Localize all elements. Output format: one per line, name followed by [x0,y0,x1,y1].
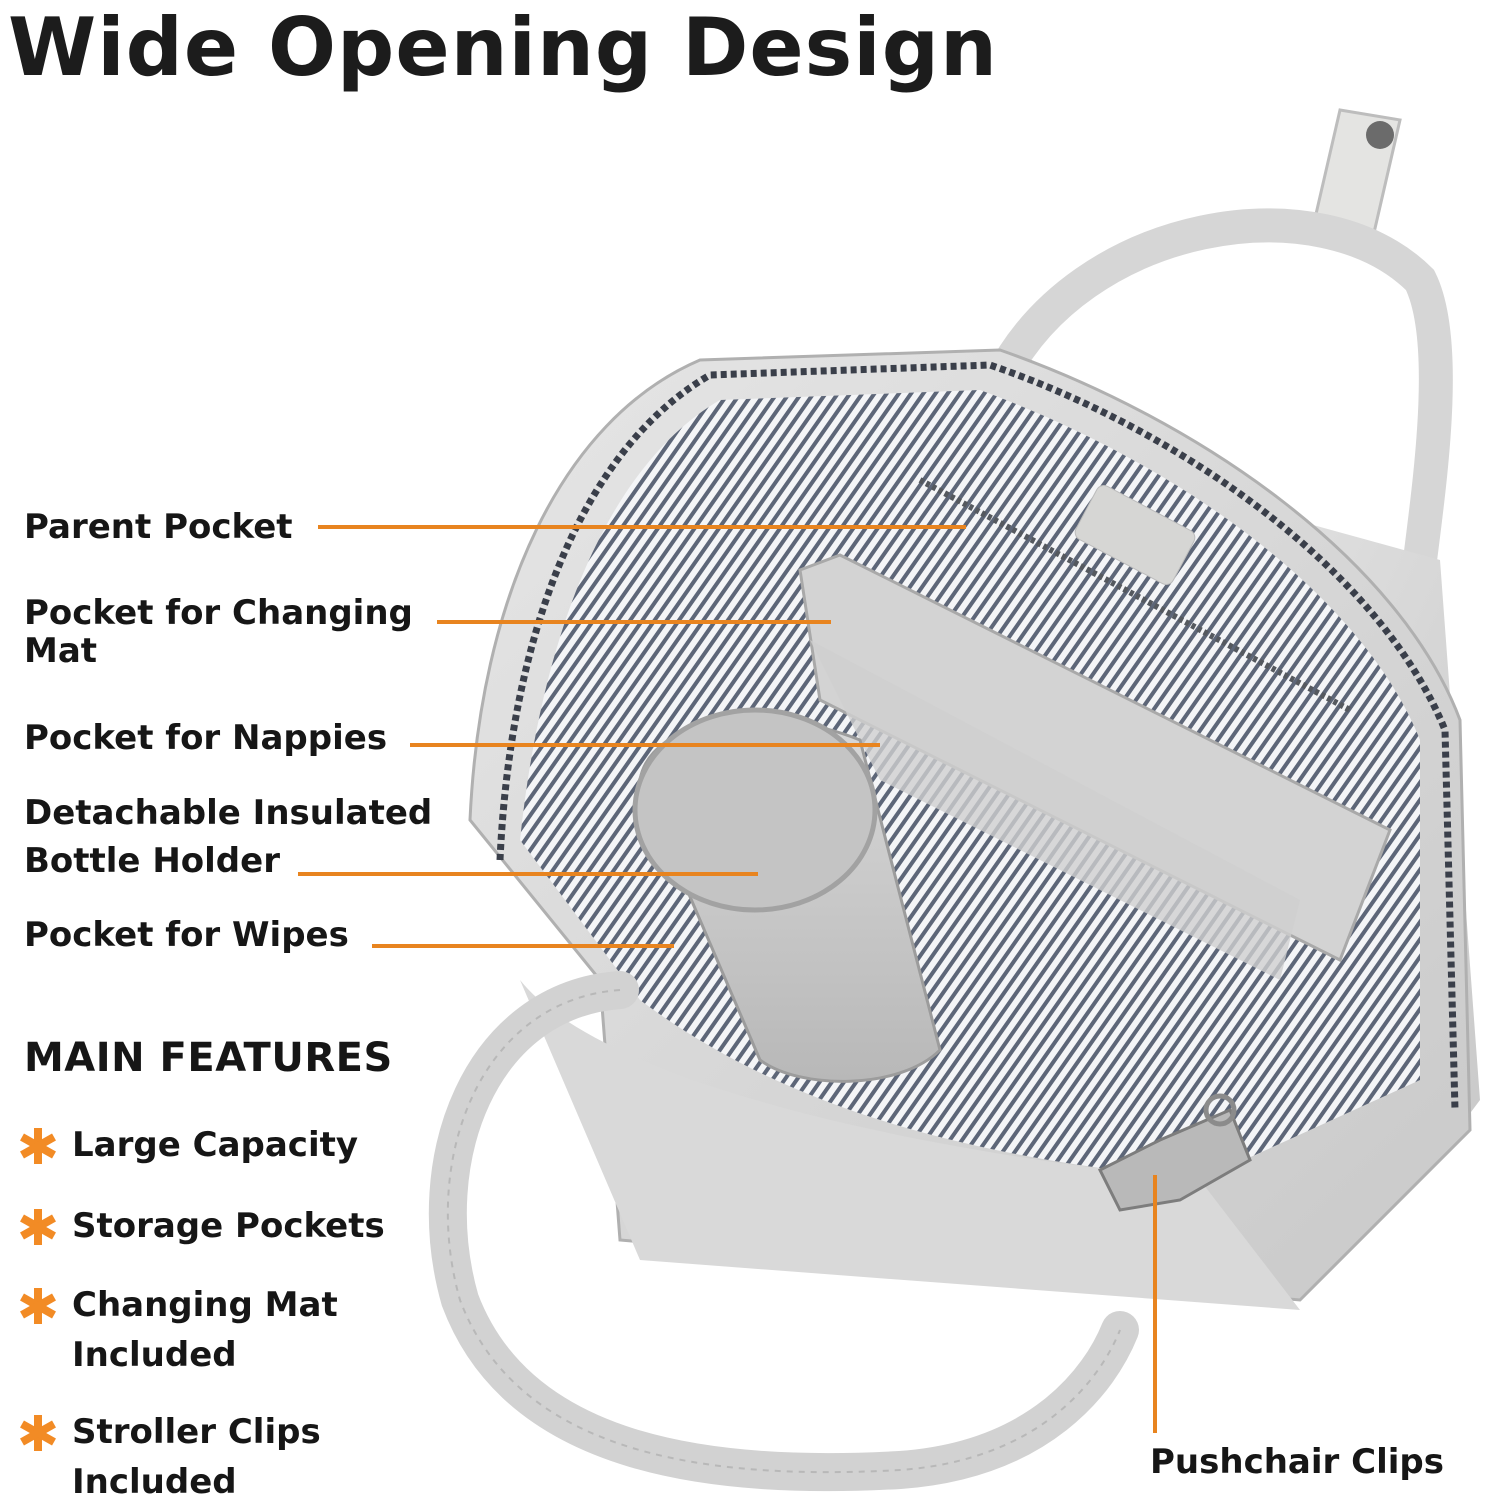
feature-label: Large Capacity [72,1125,359,1165]
feature-label-line2: Included [72,1335,237,1375]
callout-nappies-pocket: Pocket for Nappies [24,718,388,758]
callout-bottle-holder: Detachable Insulated Bottle Holder [24,788,432,886]
callout-changing-mat-line1: Pocket for Changing [24,593,413,633]
callout-line-bottle-holder [298,872,758,876]
callout-line-changing-mat [437,620,831,624]
callout-changing-mat-pocket: Pocket for Changing Mat [24,588,413,676]
feature-item: Large Capacity [18,1120,358,1170]
feature-label-line1: Stroller Clips [72,1412,321,1452]
feature-item: Changing Mat Included [18,1280,338,1380]
asterisk-icon [20,1415,56,1451]
feature-label-line1: Changing Mat [72,1285,338,1325]
callout-changing-mat-line2: Mat [24,631,98,671]
asterisk-icon [20,1128,56,1164]
feature-label: Changing Mat Included [72,1280,338,1380]
callout-line-wipes [372,944,674,948]
callout-line-parent-pocket [318,525,966,529]
feature-item: Stroller Clips Included [18,1407,321,1507]
feature-label: Stroller Clips Included [72,1407,321,1507]
callout-parent-pocket: Parent Pocket [24,507,293,547]
callout-line-pushchair-clips [1153,1175,1157,1433]
callout-wipes-pocket: Pocket for Wipes [24,915,349,955]
callout-line-nappies [410,743,880,747]
callout-bottle-holder-line2: Bottle Holder [24,841,280,881]
callout-bottle-holder-line1: Detachable Insulated [24,793,433,833]
callout-pushchair-clips: Pushchair Clips [1150,1442,1444,1482]
main-features-heading: MAIN FEATURES [24,1035,393,1081]
feature-label: Storage Pockets [72,1206,385,1246]
asterisk-icon [20,1288,56,1324]
backpack-image [428,108,1480,1492]
asterisk-icon [20,1209,56,1245]
page-title: Wide Opening Design [8,1,998,94]
feature-item: Storage Pockets [18,1201,385,1251]
feature-label-line2: Included [72,1462,237,1502]
